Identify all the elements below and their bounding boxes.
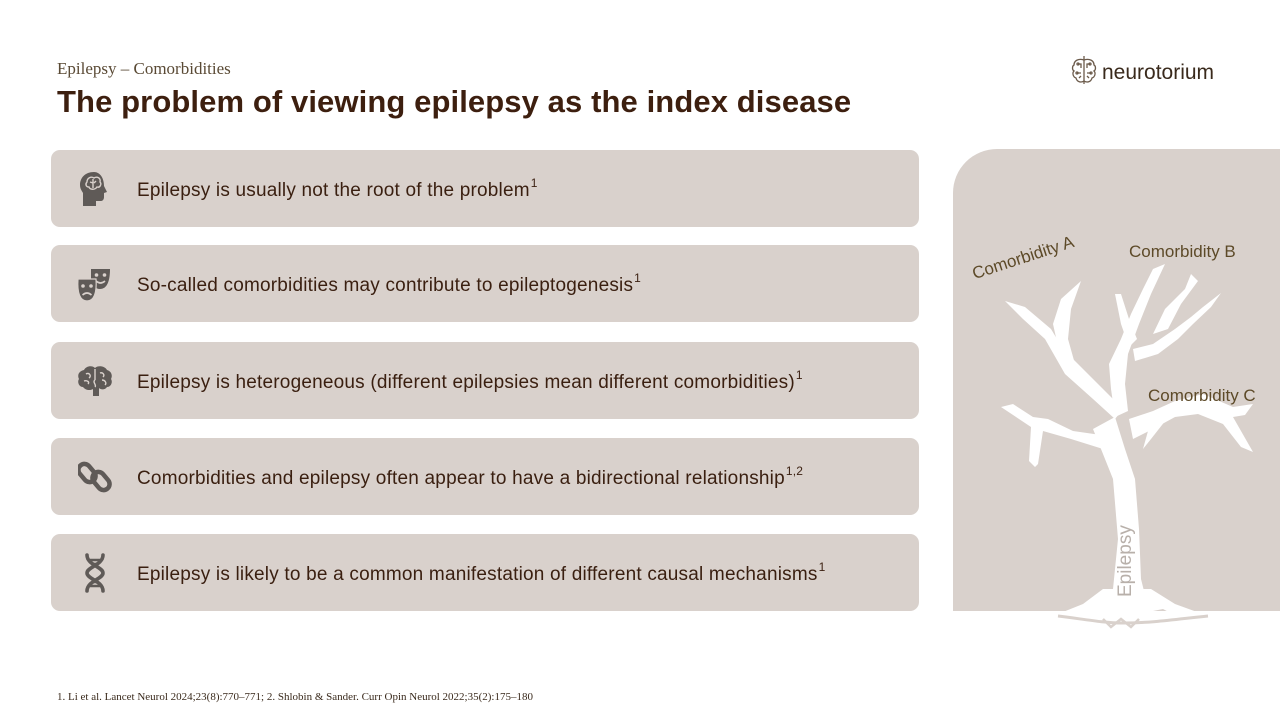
reference-superscript: 1 <box>818 559 826 574</box>
reference-superscript: 1 <box>795 367 803 382</box>
comorbidity-b-label: Comorbidity B <box>1129 242 1236 261</box>
section-subtitle: Epilepsy – Comorbidities <box>57 59 231 78</box>
head-brain-icon <box>75 169 115 209</box>
point-text-body: Epilepsy is likely to be a common manife… <box>137 563 818 585</box>
neurotorium-logo: neurotorium <box>1070 54 1214 91</box>
point-card-5: Epilepsy is likely to be a common manife… <box>51 534 919 611</box>
chain-link-icon <box>75 457 115 497</box>
epilepsy-trunk-label: Epilepsy <box>1115 525 1136 597</box>
brain-icon <box>75 361 115 401</box>
dna-icon <box>75 552 115 593</box>
brain-circuit-icon <box>1070 54 1098 91</box>
point-text-body: Epilepsy is heterogeneous (different epi… <box>137 371 795 393</box>
references-footnote: 1. Li et al. Lancet Neurol 2024;23(8):77… <box>57 691 533 703</box>
slide-title: The problem of viewing epilepsy as the i… <box>57 84 852 119</box>
point-text-body: So-called comorbidities may contribute t… <box>137 274 634 296</box>
reference-superscript: 1,2 <box>785 463 804 478</box>
point-card-3: Epilepsy is heterogeneous (different epi… <box>51 342 919 419</box>
point-text: Epilepsy is usually not the root of the … <box>137 176 538 202</box>
logo-text: neurotorium <box>1102 60 1215 84</box>
theater-masks-icon <box>75 264 115 304</box>
point-text: So-called comorbidities may contribute t… <box>137 271 641 297</box>
point-card-2: So-called comorbidities may contribute t… <box>51 245 919 322</box>
tree-illustration <box>1001 264 1253 629</box>
point-text: Comorbidities and epilepsy often appear … <box>137 464 803 490</box>
point-text-body: Epilepsy is usually not the root of the … <box>137 179 530 201</box>
reference-superscript: 1 <box>634 270 642 285</box>
point-text: Epilepsy is likely to be a common manife… <box>137 560 825 586</box>
reference-superscript: 1 <box>530 175 538 190</box>
point-card-1: Epilepsy is usually not the root of the … <box>51 150 919 227</box>
point-card-4: Comorbidities and epilepsy often appear … <box>51 438 919 515</box>
point-text-body: Comorbidities and epilepsy often appear … <box>137 467 785 489</box>
comorbidity-c-label: Comorbidity C <box>1148 386 1256 405</box>
point-text: Epilepsy is heterogeneous (different epi… <box>137 368 803 394</box>
